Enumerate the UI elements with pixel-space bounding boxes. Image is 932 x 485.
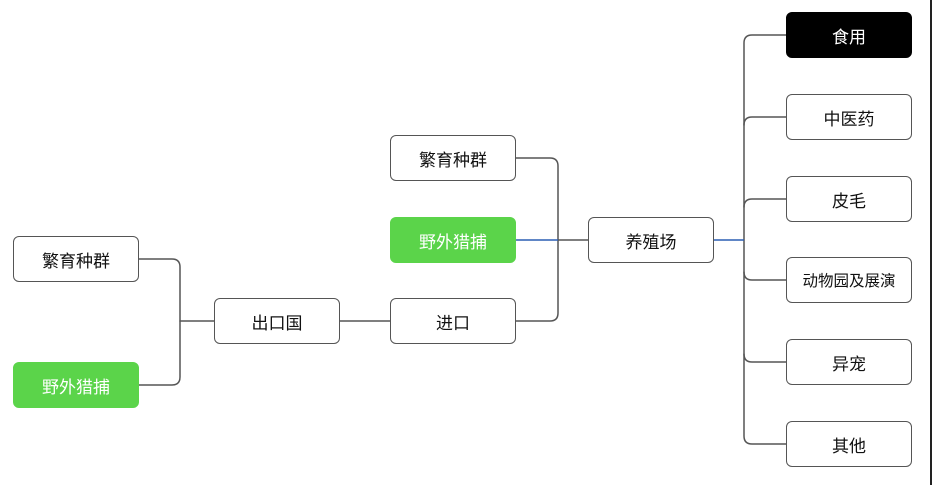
node-label: 野外猎捕 [419,232,487,253]
node-label: 繁育种群 [419,150,487,171]
node-import: 进口 [390,298,516,344]
connector-left-breeding [137,258,181,386]
node-tcm: 中医药 [786,94,912,140]
node-other: 其他 [786,421,912,467]
connector-right-tcm [743,116,787,126]
node-label: 异宠 [832,354,866,375]
node-pet: 异宠 [786,339,912,385]
node-label: 皮毛 [832,191,866,212]
node-label: 其他 [832,436,866,457]
right-border-line [930,0,932,485]
node-label: 养殖场 [625,232,677,253]
connector-right-pet [743,353,787,363]
node-label: 野外猎捕 [42,377,110,398]
node-label: 食用 [832,27,866,48]
node-label: 繁育种群 [42,251,110,272]
node-label: 出口国 [251,313,303,334]
connector-right-trunk [743,34,787,445]
connector-right-zoo [743,271,787,281]
connector-right-fur [743,198,787,208]
node-label: 中医药 [823,109,875,130]
node-left-wild: 野外猎捕 [13,362,139,408]
node-left-breeding: 繁育种群 [13,236,139,282]
node-farm: 养殖场 [588,217,714,263]
node-fur: 皮毛 [786,176,912,222]
node-mid-wild: 野外猎捕 [390,217,516,263]
node-zoo: 动物园及展演 [786,257,912,303]
node-mid-breeding: 繁育种群 [390,135,516,181]
node-label: 动物园及展演 [802,272,896,290]
node-label: 进口 [436,313,470,334]
node-export-country: 出口国 [214,298,340,344]
node-food: 食用 [786,12,912,58]
